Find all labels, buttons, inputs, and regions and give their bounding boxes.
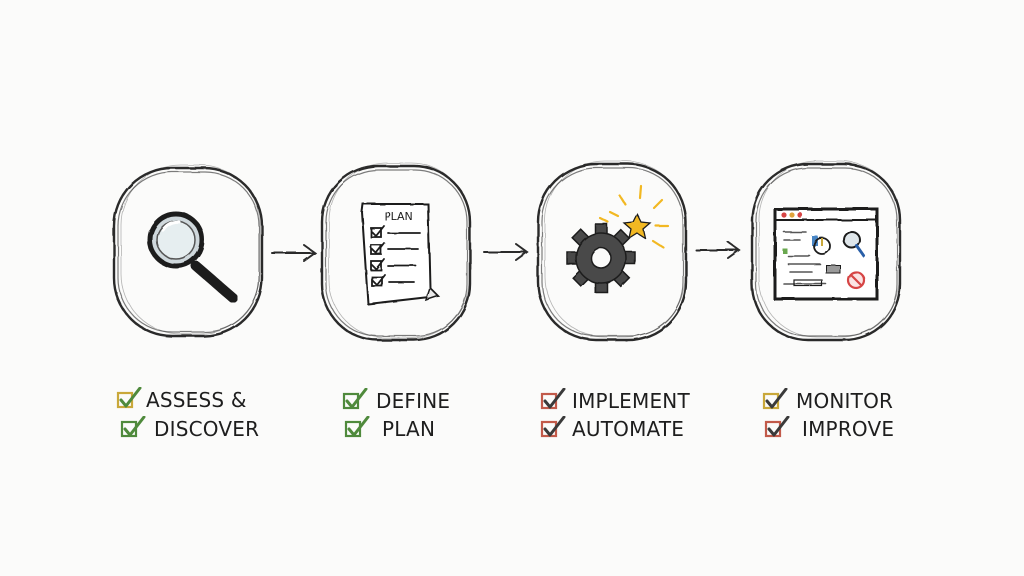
step-4-line-1: MONITOR <box>796 389 894 413</box>
step-2-label: DEFINE PLAN <box>340 384 490 444</box>
step-1-label: ASSESS & DISCOVER <box>114 384 284 444</box>
step-4-line-2: IMPROVE <box>802 417 895 441</box>
checkmark-icon <box>116 387 142 409</box>
checkmark-icon <box>120 416 146 438</box>
plan-document-icon: PLAN <box>360 203 441 306</box>
magnifying-glass-icon <box>147 211 238 303</box>
arrow-2 <box>483 243 529 261</box>
plan-document-title: PLAN <box>384 210 413 223</box>
dashboard-window-icon <box>773 207 879 301</box>
step-2-line-1: DEFINE <box>376 389 451 413</box>
checkmark-icon <box>344 416 370 438</box>
gear-icon <box>566 223 636 293</box>
checkmark-icon <box>762 388 788 410</box>
checkmark-icon <box>764 416 790 438</box>
checkmark-icon <box>342 388 368 410</box>
checkmark-icon <box>540 416 566 438</box>
step-3-label: IMPLEMENT AUTOMATE <box>538 384 708 444</box>
step-1-frame <box>112 164 264 338</box>
star-icon <box>598 184 670 250</box>
step-4-frame <box>750 160 902 342</box>
arrow-3 <box>695 241 741 259</box>
step-1-line-2: DISCOVER <box>154 417 260 441</box>
step-2-frame <box>320 162 472 342</box>
step-4-label: MONITOR IMPROVE <box>762 384 912 444</box>
step-3-line-1: IMPLEMENT <box>572 389 690 413</box>
step-3-line-2: AUTOMATE <box>572 417 685 441</box>
arrow-1 <box>271 244 317 262</box>
step-2-line-2: PLAN <box>382 417 436 441</box>
checkmark-icon <box>540 388 566 410</box>
step-1-line-1: ASSESS & <box>146 388 247 412</box>
step-3-frame <box>536 160 688 342</box>
